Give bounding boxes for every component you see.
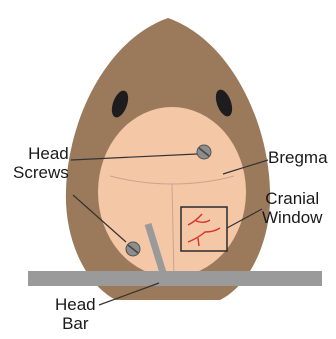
screw-icon bbox=[126, 242, 140, 256]
head-screws-label: Head Screws bbox=[13, 144, 69, 182]
bregma-label: Bregma bbox=[268, 148, 328, 167]
head-bar bbox=[28, 271, 322, 286]
cranial-window-icon bbox=[181, 207, 227, 251]
cranial-window-label: Cranial Window bbox=[262, 189, 322, 227]
screw-icon bbox=[197, 145, 211, 159]
head-bar-label-line2: Bar bbox=[55, 314, 96, 333]
head-bar-label: Head Bar bbox=[55, 295, 96, 333]
bregma-label-text: Bregma bbox=[268, 148, 328, 167]
head-screws-label-line2: Screws bbox=[13, 163, 69, 182]
head-screws-label-line1: Head bbox=[13, 144, 69, 163]
cranial-window-label-line1: Cranial bbox=[262, 189, 322, 208]
head-bar-label-line1: Head bbox=[55, 295, 96, 314]
cranial-window-label-line2: Window bbox=[262, 208, 322, 227]
